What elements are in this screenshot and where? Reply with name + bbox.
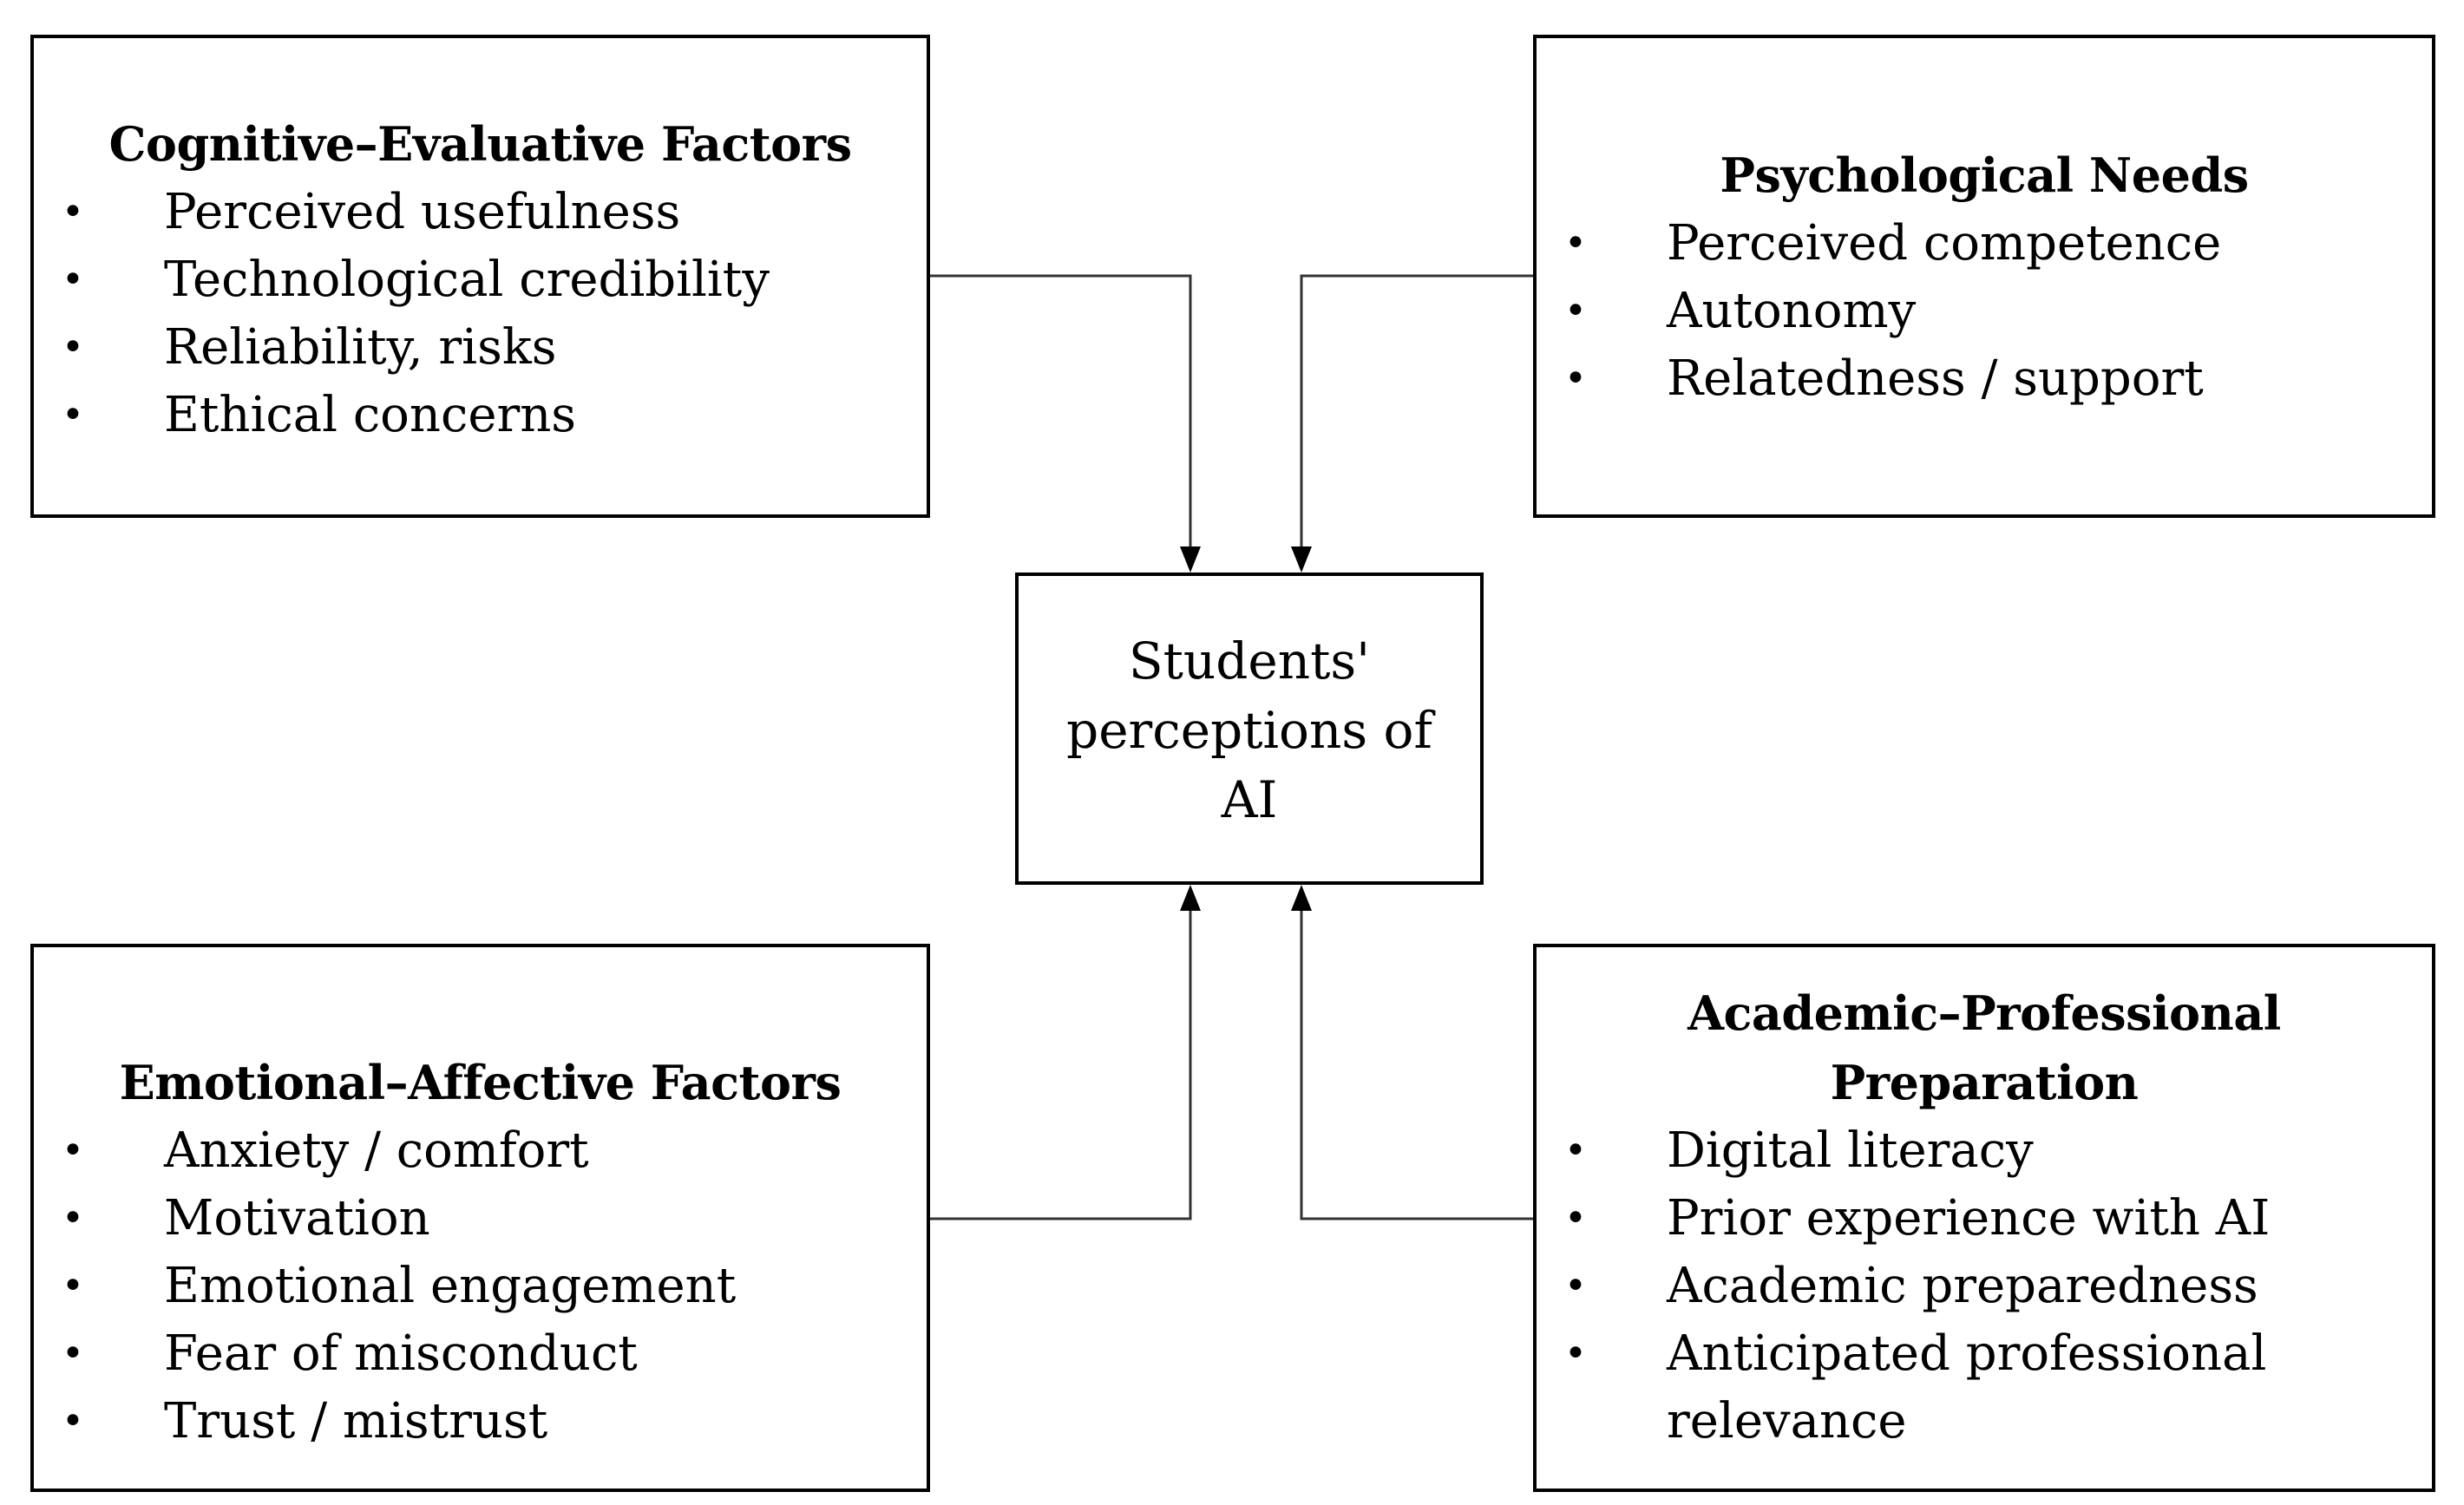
emotional-affective-list: Anxiety / comfort Motivation Emotional e… — [34, 1117, 927, 1456]
psychological-needs-box: Psychological Needs Perceived competence… — [1533, 35, 2435, 518]
list-item: Ethical concerns — [34, 382, 927, 449]
list-item: Academic preparedness — [1537, 1253, 2432, 1320]
list-item: Perceived competence — [1537, 210, 2432, 278]
cognitive-evaluative-title: Cognitive–Evaluative Factors — [108, 116, 852, 172]
cognitive-evaluative-list: Perceived usefulness Technological credi… — [34, 179, 927, 449]
cognitive-evaluative-box: Cognitive–Evaluative Factors Perceived u… — [30, 35, 930, 518]
list-item: Emotional engagement — [34, 1253, 927, 1320]
center-label: Students' perceptions of AI — [1066, 631, 1432, 829]
psychological-needs-list: Perceived competence Autonomy Relatednes… — [1537, 210, 2432, 413]
arrowhead-emotional — [1180, 885, 1201, 911]
arrowhead-psych — [1291, 546, 1312, 573]
emotional-affective-box: Emotional–Affective Factors Anxiety / co… — [30, 944, 930, 1492]
arrow-psych-to-center — [1300, 274, 1533, 548]
list-item: Reliability, risks — [34, 314, 927, 382]
list-item: Fear of misconduct — [34, 1320, 927, 1388]
list-item: Motivation — [34, 1185, 927, 1253]
list-item: Digital literacy — [1537, 1117, 2432, 1185]
list-item: Autonomy — [1537, 278, 2432, 345]
list-item: Prior experience with AI — [1537, 1185, 2432, 1253]
psychological-needs-title: Psychological Needs — [1720, 147, 2249, 203]
list-item: Technological credibility — [34, 246, 927, 314]
arrow-academic-to-center — [1300, 909, 1533, 1220]
emotional-affective-title: Emotional–Affective Factors — [119, 1055, 842, 1110]
arrow-cognitive-to-center — [930, 274, 1192, 548]
list-item: Anxiety / comfort — [34, 1117, 927, 1185]
academic-professional-box: Academic–Professional Preparation Digita… — [1533, 944, 2435, 1492]
center-node: Students' perceptions of AI — [1015, 573, 1484, 885]
academic-professional-title: Academic–Professional Preparation — [1687, 985, 2281, 1110]
arrowhead-cognitive — [1180, 546, 1201, 573]
arrowhead-academic — [1291, 885, 1312, 911]
arrow-emotional-to-center — [930, 909, 1192, 1220]
list-item: Relatedness / support — [1537, 345, 2432, 413]
list-item: Anticipated professional relevance — [1537, 1320, 2432, 1456]
list-item: Perceived usefulness — [34, 179, 927, 246]
list-item: Trust / mistrust — [34, 1388, 927, 1456]
academic-professional-list: Digital literacy Prior experience with A… — [1537, 1117, 2432, 1456]
